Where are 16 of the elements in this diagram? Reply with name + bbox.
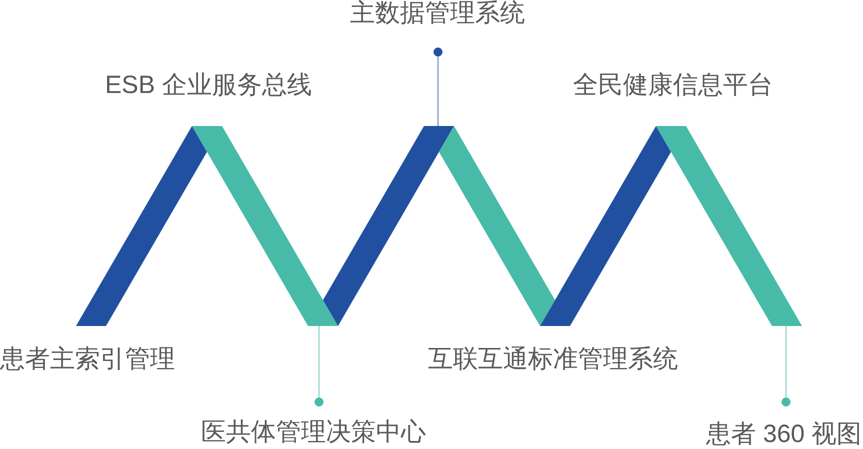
system-label: 患者 360 视图 bbox=[706, 422, 862, 447]
ribbon-band bbox=[439, 126, 555, 326]
system-label: 患者主索引管理 bbox=[0, 347, 175, 372]
system-label: ESB 企业服务总线 bbox=[105, 73, 312, 98]
ribbon-band bbox=[192, 126, 338, 326]
leader-line bbox=[782, 326, 790, 406]
ribbon-band bbox=[656, 126, 802, 326]
system-label: 医共体管理决策中心 bbox=[201, 420, 426, 445]
ribbon-band bbox=[323, 126, 454, 326]
system-label: 互联互通标准管理系统 bbox=[428, 347, 678, 372]
ribbon-band bbox=[76, 126, 207, 326]
system-label: 主数据管理系统 bbox=[350, 1, 525, 26]
leader-line bbox=[314, 326, 324, 406]
leader-line bbox=[434, 48, 442, 126]
ribbon-band bbox=[540, 126, 671, 326]
system-label: 全民健康信息平台 bbox=[573, 73, 773, 98]
